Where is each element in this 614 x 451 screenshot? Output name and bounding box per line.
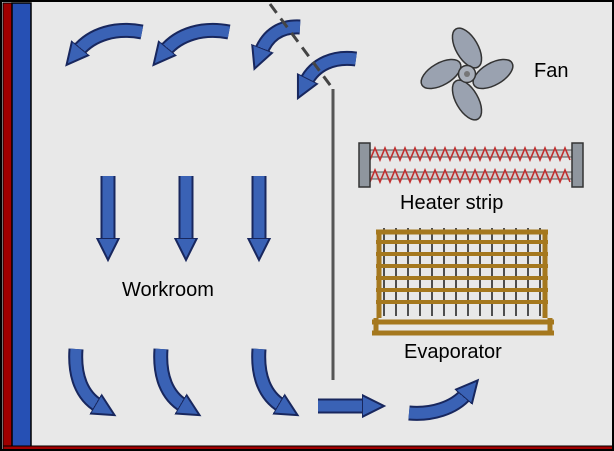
bottom-wall-red-stripe — [2, 445, 612, 449]
airflow-arrow-rise — [408, 394, 466, 421]
airflow-arrow-bottom-1 — [68, 348, 99, 406]
wall-blue-stripe — [11, 2, 32, 449]
evaporator-label: Evaporator — [404, 341, 502, 363]
workroom-label: Workroom — [122, 279, 214, 301]
evaporator-graphic — [372, 228, 554, 336]
airflow-arrow-top-2 — [165, 22, 231, 51]
fan-icon — [420, 27, 514, 121]
airflow-arrow-bottom-3 — [251, 348, 282, 406]
airflow-arrow-bottom-2 — [153, 348, 184, 406]
heater-strip-graphic — [358, 142, 584, 188]
left-wall — [2, 2, 32, 449]
fan-label: Fan — [534, 60, 569, 82]
airflow-arrow-top-3 — [261, 19, 301, 52]
heater-strip-label: Heater strip — [400, 192, 504, 214]
airflow-arrow-top-1 — [78, 22, 144, 51]
airflow-arrow-over-partition — [306, 50, 358, 82]
wall-red-stripe — [2, 2, 13, 449]
